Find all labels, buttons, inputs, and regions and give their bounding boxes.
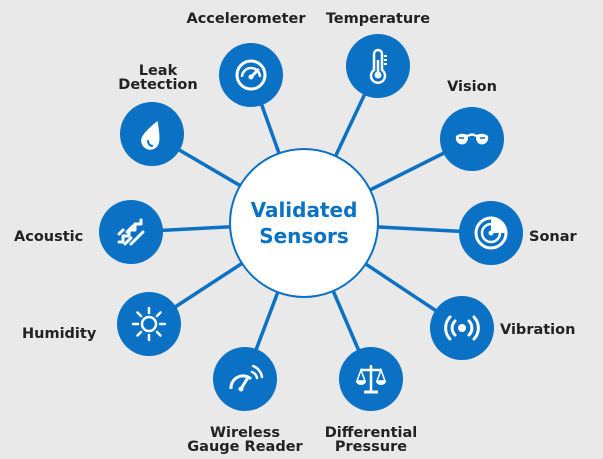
vision-node [440,107,504,171]
glasses-icon [455,133,489,145]
wireless-gauge-reader-label-line1: Wireless [209,425,280,441]
temperature-label: Temperature [325,11,431,27]
differential-pressure-label-line2: Pressure [334,439,408,455]
vibration-label: Vibration [500,322,576,338]
scale-icon [355,365,387,394]
hub-title-line1: Validated [250,198,358,222]
wireless-gauge-reader-label-line2: Gauge Reader [187,439,303,455]
wireless-gauge-reader-label: Wireless Gauge Reader [180,425,310,455]
accelerometer-label: Accelerometer [186,11,306,27]
vision-label: Vision [447,79,497,95]
droplet-icon [141,120,160,150]
temperature-node [346,34,410,98]
sonar-icon [474,216,508,250]
accelerometer-node [219,43,283,107]
leak-detection-label-line2: Detection [118,77,198,93]
differential-pressure-label-line1: Differential [324,425,418,441]
acoustic-label: Acoustic [14,229,84,245]
acoustic-node [99,200,163,264]
sun-icon [131,306,167,342]
differential-pressure-label: Differential Pressure [316,425,426,455]
leak-detection-node [120,102,184,166]
acoustic-icon [117,218,145,246]
sonar-label: Sonar [529,229,577,245]
leak-detection-label: Leak Detection [108,63,208,93]
vibration-icon [444,315,480,341]
gauge-icon [235,59,267,91]
vibration-node [430,296,494,360]
wireless-gauge-reader-node [213,347,277,411]
humidity-node [117,292,181,356]
thermometer-icon [369,48,387,84]
humidity-label: Humidity [22,326,97,342]
hub-title-line2: Sensors [259,224,349,248]
differential-pressure-node [339,347,403,411]
wireless-gauge-icon [229,364,264,392]
sonar-node [459,201,523,265]
leak-detection-label-line1: Leak [138,63,178,79]
validated-sensors-hub: Validated Sensors [229,148,379,298]
